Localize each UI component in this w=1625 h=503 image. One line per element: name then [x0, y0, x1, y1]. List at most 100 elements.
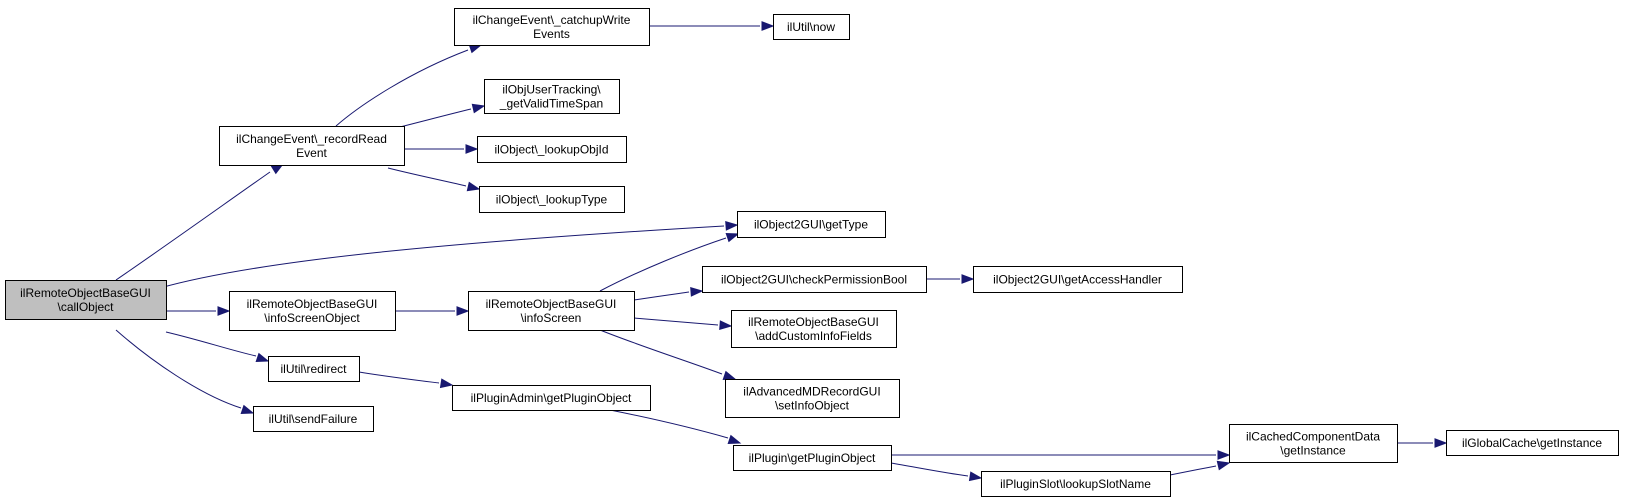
node-box	[737, 211, 886, 238]
node-label: ilObject2GUI\getType	[754, 218, 868, 232]
edge-line	[115, 171, 271, 281]
edge-cached-to-globalCache	[1397, 438, 1448, 448]
edge-line	[633, 291, 690, 301]
node-advMD[interactable]: ilAdvancedMDRecordGUI\setInfoObject	[725, 379, 900, 418]
edge-recordRead-to-lookupType	[387, 167, 481, 192]
edge-line	[159, 225, 725, 289]
arrowhead-icon	[465, 144, 479, 154]
edge-line	[165, 331, 257, 357]
edge-infoScreenObject-to-infoScreen	[395, 306, 470, 316]
arrowhead-icon	[466, 181, 481, 192]
node-box	[725, 379, 900, 418]
node-lookupObjId[interactable]: ilObject\_lookupObjId	[477, 136, 627, 163]
edge-root-to-getType	[159, 220, 739, 289]
arrowhead-icon	[255, 352, 270, 363]
edge-line	[599, 329, 723, 375]
node-pluginAdmin[interactable]: ilPluginAdmin\getPluginObject	[452, 385, 651, 411]
node-label: ilObjUserTracking\	[502, 83, 601, 97]
edge-checkPerm-to-accessHandler	[926, 274, 975, 284]
node-box	[1446, 430, 1619, 456]
node-box	[479, 186, 625, 213]
node-label: ilAdvancedMDRecordGUI	[743, 385, 880, 399]
edge-recordRead-to-catchup	[335, 43, 483, 127]
node-validTime[interactable]: ilObjUserTracking\_getValidTimeSpan	[484, 79, 620, 114]
node-label: Events	[533, 27, 570, 41]
node-sendFailure[interactable]: ilUtil\sendFailure	[253, 406, 374, 432]
node-box	[1229, 424, 1398, 463]
node-root[interactable]: ilRemoteObjectBaseGUI\callObject	[5, 280, 167, 320]
edge-root-to-recordRead	[115, 163, 285, 281]
node-infoScreen[interactable]: ilRemoteObjectBaseGUI\infoScreen	[468, 291, 635, 331]
node-label: ilRemoteObjectBaseGUI	[20, 286, 151, 300]
node-box	[229, 291, 396, 331]
node-now[interactable]: ilUtil\now	[773, 14, 850, 40]
node-label: ilRemoteObjectBaseGUI	[748, 315, 879, 329]
node-label: ilUtil\redirect	[280, 362, 347, 376]
node-label: ilChangeEvent\_recordRead	[236, 132, 387, 146]
node-accessHandler[interactable]: ilObject2GUI\getAccessHandler	[973, 266, 1183, 293]
edge-infoScreen-to-getType	[599, 232, 740, 292]
node-label: ilCachedComponentData	[1246, 430, 1380, 444]
node-globalCache[interactable]: ilGlobalCache\getInstance	[1446, 430, 1619, 456]
node-infoScreenObject[interactable]: ilRemoteObjectBaseGUI\infoScreenObject	[229, 291, 396, 331]
edge-redirect-to-pluginAdmin	[358, 371, 454, 389]
node-box	[702, 266, 927, 293]
edge-line	[358, 371, 440, 384]
node-label: \callObject	[57, 300, 114, 314]
edge-root-to-redirect	[165, 331, 270, 363]
node-plugin[interactable]: ilPlugin\getPluginObject	[733, 445, 892, 471]
node-box	[477, 136, 627, 163]
arrowhead-icon	[761, 21, 775, 31]
node-getType[interactable]: ilObject2GUI\getType	[737, 211, 886, 238]
arrowhead-icon	[456, 306, 470, 316]
edge-line	[599, 237, 727, 292]
node-label: ilGlobalCache\getInstance	[1462, 436, 1602, 450]
node-label: ilChangeEvent\_catchupWrite	[473, 13, 631, 27]
node-box	[731, 310, 897, 348]
edge-line	[115, 329, 242, 409]
edge-pluginAdmin-to-plugin	[609, 409, 742, 445]
arrowhead-icon	[439, 378, 454, 389]
node-box	[733, 445, 892, 471]
node-label: \getInstance	[1280, 444, 1346, 458]
arrowhead-icon	[719, 320, 733, 331]
node-label: ilUtil\sendFailure	[269, 412, 358, 426]
node-label: Event	[296, 146, 327, 160]
node-box	[219, 126, 405, 166]
edge-line	[335, 49, 469, 127]
node-redirect[interactable]: ilUtil\redirect	[268, 356, 360, 382]
node-customInfo[interactable]: ilRemoteObjectBaseGUI\addCustomInfoField…	[731, 310, 897, 348]
node-label: ilRemoteObjectBaseGUI	[247, 297, 378, 311]
edge-line	[633, 317, 719, 326]
edge-plugin-to-cached	[891, 450, 1231, 460]
node-box	[253, 406, 374, 432]
arrowhead-icon	[217, 306, 231, 316]
edge-catchup-to-now	[649, 21, 775, 31]
edge-root-to-sendFailure	[115, 329, 255, 415]
edge-line	[1169, 465, 1217, 476]
arrowhead-icon	[722, 370, 737, 381]
node-label: ilRemoteObjectBaseGUI	[486, 297, 617, 311]
arrowhead-icon	[240, 404, 255, 415]
node-label: \addCustomInfoFields	[755, 329, 872, 343]
edge-line	[609, 409, 729, 439]
node-lookupSlot[interactable]: ilPluginSlot\lookupSlotName	[981, 471, 1171, 497]
arrowhead-icon	[968, 471, 983, 482]
node-box	[268, 356, 360, 382]
node-box	[5, 280, 167, 320]
edge-line	[890, 462, 969, 477]
arrowhead-icon	[471, 103, 486, 114]
node-label: \infoScreenObject	[264, 311, 360, 325]
node-label: ilObject\_lookupType	[496, 193, 608, 207]
arrowhead-icon	[1216, 460, 1231, 471]
node-box	[981, 471, 1171, 497]
node-box	[484, 79, 620, 114]
node-lookupType[interactable]: ilObject\_lookupType	[479, 186, 625, 213]
edge-root-to-infoScreenObject	[166, 306, 231, 316]
node-checkPerm[interactable]: ilObject2GUI\checkPermissionBool	[702, 266, 927, 293]
node-cached[interactable]: ilCachedComponentData\getInstance	[1229, 424, 1398, 463]
node-label: ilObject2GUI\getAccessHandler	[993, 273, 1162, 287]
